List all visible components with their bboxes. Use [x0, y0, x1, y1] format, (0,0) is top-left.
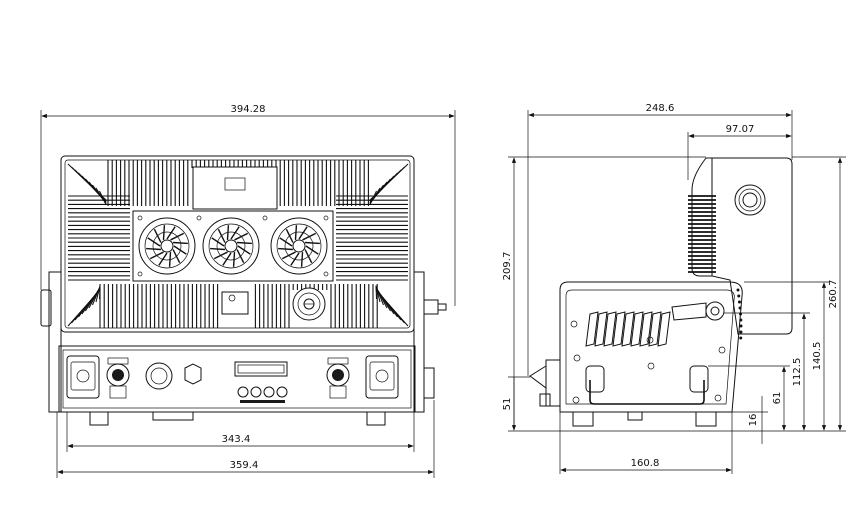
fan-panel [132, 210, 334, 282]
display-window [234, 361, 288, 377]
heatsink-housing [60, 155, 415, 333]
vent-slots [585, 311, 671, 347]
side-foot-left [572, 411, 594, 427]
side-screws [570, 320, 726, 404]
dim-inner-width: 343.4 [222, 434, 251, 445]
carry-handle [585, 365, 709, 405]
fan-center [202, 217, 260, 275]
dim-handle-height: 112.5 [792, 358, 803, 387]
fan-left [138, 217, 196, 275]
center-block [221, 291, 249, 315]
base-box [58, 345, 416, 413]
dim-base-length: 160.8 [631, 458, 660, 469]
foot-left [89, 411, 109, 426]
side-connector [529, 359, 561, 407]
head-housing [711, 157, 793, 335]
dim-overall-depth: 248.6 [646, 103, 675, 114]
heatsink-fins [67, 160, 409, 328]
tilt-scale-dots [736, 288, 743, 340]
side-foot-right [695, 411, 717, 427]
xlr-right [326, 357, 350, 399]
dim-connector-height: 51 [502, 398, 513, 411]
dim-upper-height: 209.7 [502, 252, 513, 281]
control-buttons [237, 386, 288, 403]
dim-top-offset: 97.07 [726, 124, 755, 135]
hex-plug [184, 363, 202, 385]
dim-foot-height: 16 [748, 414, 759, 427]
front-view [40, 155, 447, 426]
left-bracket [48, 271, 62, 413]
base-body [559, 281, 743, 413]
dim-total-height: 260.7 [828, 280, 839, 309]
side-knob [734, 184, 766, 216]
xlr-left [106, 357, 130, 399]
adjust-knob [292, 287, 326, 321]
foot-center [152, 411, 194, 421]
dim-overall-width: 394.28 [231, 104, 266, 115]
side-foot-center [627, 411, 643, 421]
fan-right [270, 217, 328, 275]
dim-pivot-height: 140.5 [812, 342, 823, 371]
side-dimensions: 248.6 97.07 209.7 51 260.7 140.5 112.5 6… [502, 103, 846, 474]
side-view [529, 157, 793, 427]
tilt-lever [671, 301, 725, 321]
connector-right-housing [365, 355, 399, 399]
connector-left-housing [66, 355, 100, 399]
top-handle-notch [192, 166, 278, 210]
head-fins [688, 195, 716, 273]
foot-right [366, 411, 386, 426]
right-bracket [413, 271, 425, 413]
dim-body-width: 359.4 [230, 460, 259, 471]
front-dimensions: 394.28 343.4 359.4 [40, 104, 456, 478]
dim-base-height: 61 [772, 392, 783, 405]
fuse-holder [145, 362, 173, 390]
